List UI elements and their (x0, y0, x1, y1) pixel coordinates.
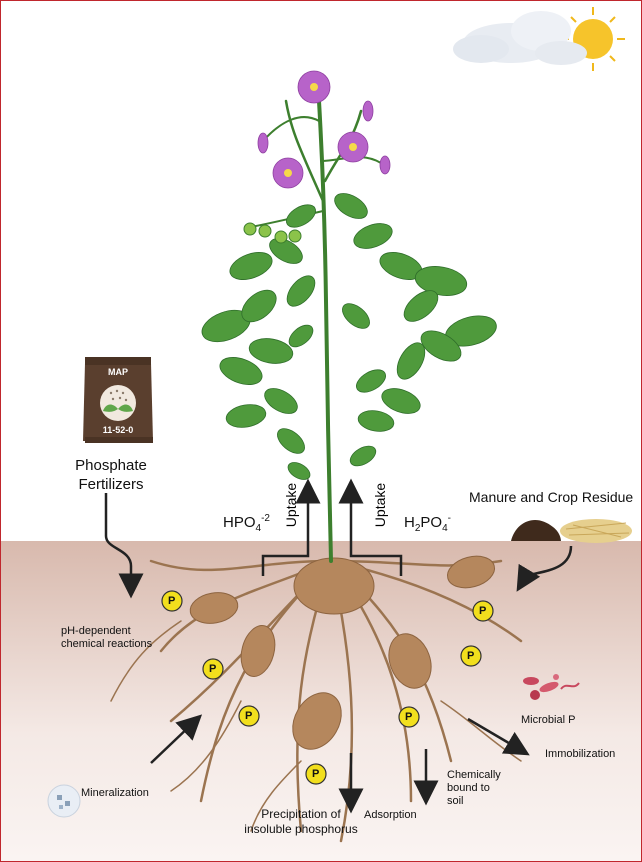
adsorption-label: Adsorption (364, 809, 417, 822)
p-marker-text: P (245, 710, 252, 723)
plant-leaves (198, 188, 500, 483)
plant-stem (251, 101, 381, 561)
p-marker-text: P (312, 768, 319, 781)
bag-grade-label: 11-52-0 (83, 425, 153, 435)
p-marker-text: P (168, 595, 175, 608)
phosphate-fertilizers-label: Phosphate Fertilizers (61, 456, 161, 494)
manure-residue-icon (511, 519, 632, 543)
p-marker-text: P (479, 605, 486, 618)
tubers (188, 551, 498, 758)
uptake-left-label: Uptake (283, 475, 299, 535)
microbe-icon (523, 674, 579, 700)
ph-reactions-label: pH-dependent chemical reactions (61, 625, 152, 651)
bag-name-label: MAP (83, 367, 153, 377)
microbial-p-label: Microbial P (521, 714, 575, 727)
mineralization-icon (48, 785, 80, 817)
p-marker-text: P (467, 650, 474, 663)
process-arrows (106, 491, 571, 801)
chemically-bound-label: Chemically bound to soil (447, 769, 501, 808)
h2po4-label: H2PO4- (404, 509, 451, 538)
uptake-right-label: Uptake (372, 475, 388, 535)
p-marker-text: P (405, 711, 412, 724)
mineralization-label: Mineralization (81, 787, 149, 800)
cloud-sun-icon (453, 7, 625, 71)
immobilization-label: Immobilization (545, 748, 615, 761)
p-marker-text: P (209, 663, 216, 676)
manure-crop-residue-label: Manure and Crop Residue (469, 489, 633, 505)
precipitation-label: Precipitation of insoluble phosphorus (231, 807, 371, 837)
hpo4-label: HPO4-2 (223, 509, 270, 538)
